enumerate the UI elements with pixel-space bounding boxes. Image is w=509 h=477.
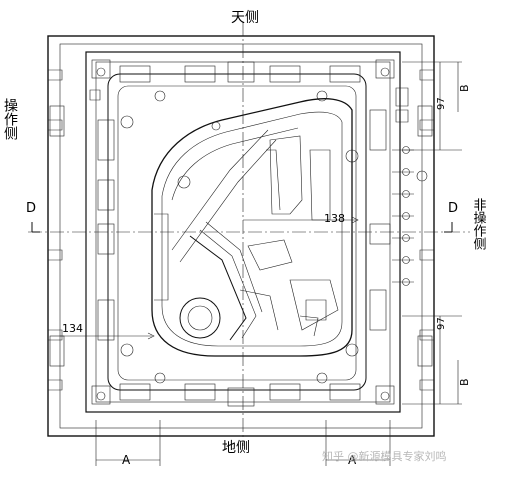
section-label-left: D <box>26 201 36 216</box>
label-top-side: 天侧 <box>231 10 259 26</box>
dimension-lines <box>60 61 462 466</box>
dimension-a-left: A <box>122 453 131 467</box>
dimension-a-right: A <box>348 453 357 467</box>
watermark: 知乎 @新源模具专家刘鸣 <box>322 449 447 463</box>
guide-pins <box>120 90 359 384</box>
dimension-138: 138 <box>324 212 345 225</box>
dimension-97-bottom: 97 <box>436 317 447 330</box>
dimension-b-bottom: B <box>458 378 471 386</box>
label-non-operator-side: 非操作侧 <box>471 198 487 250</box>
locking-blocks <box>91 59 395 407</box>
dimension-97-top: 97 <box>436 97 447 110</box>
section-marks <box>31 222 453 233</box>
label-operator-side: 操作侧 <box>2 98 18 140</box>
dimension-b-top: B <box>458 84 471 92</box>
center-lines <box>28 22 470 446</box>
part-outline <box>151 98 353 357</box>
valve-cluster <box>89 87 428 286</box>
dimension-134: 134 <box>62 322 83 335</box>
label-bottom-side: 地侧 <box>222 440 250 456</box>
section-label-right: D <box>448 201 458 216</box>
clamp-slots <box>48 69 434 391</box>
mold-base-plate <box>47 35 435 437</box>
